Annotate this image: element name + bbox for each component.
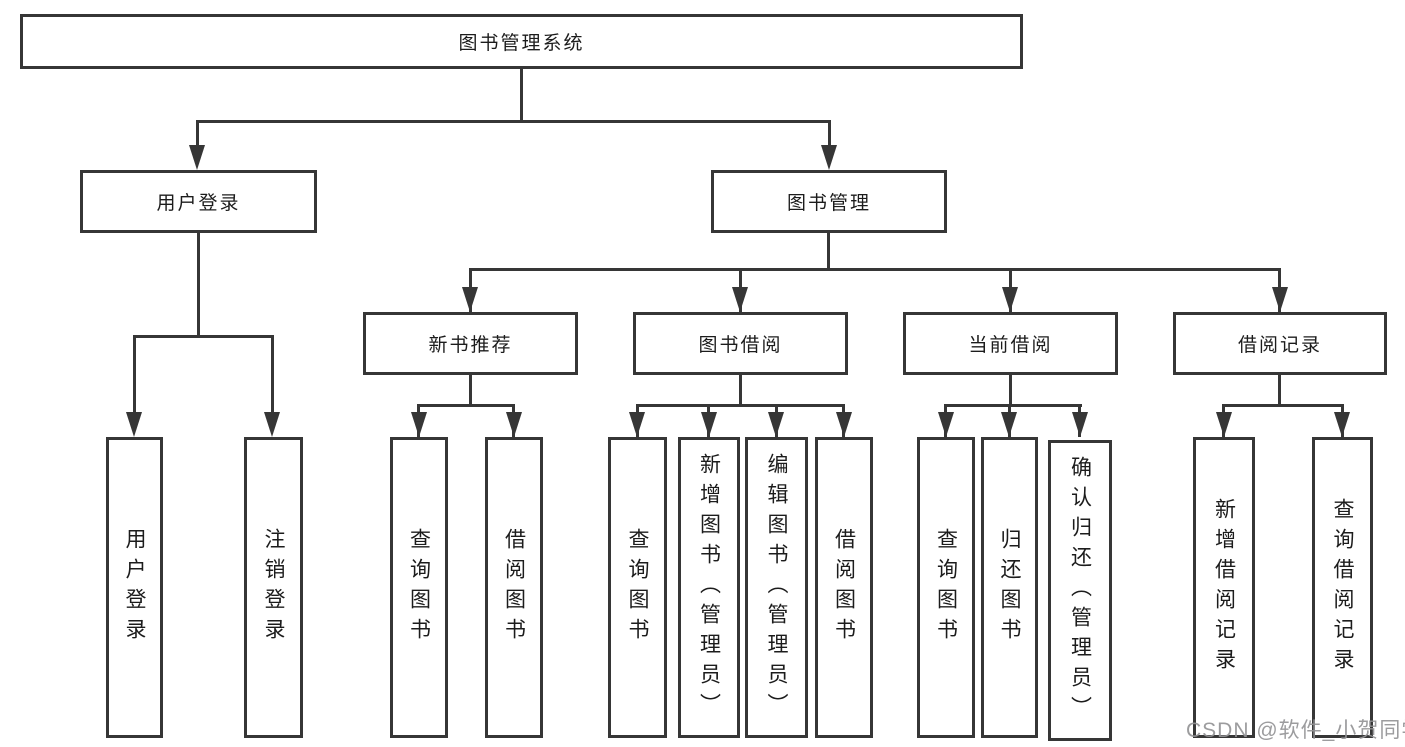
node-book-borrow-label: 图书借阅	[698, 335, 783, 356]
leaf-label: 编辑图书（管理员）	[765, 452, 788, 723]
arrow-down-icon	[264, 412, 280, 437]
arrow-down-icon	[1001, 412, 1017, 437]
leaf-query-books-recommend: 查询图书	[390, 437, 448, 738]
connector-book-borrow-stem	[739, 375, 742, 406]
arrow-down-icon	[126, 412, 142, 437]
connector-borrow-record-stem	[1278, 375, 1281, 406]
connector-current-borrow-hline	[944, 404, 1082, 407]
arrow-down-icon	[189, 145, 205, 170]
connector-book-mgmt-stem	[827, 233, 830, 270]
csdn-watermark: CSDN @软件_小贺同学	[1186, 719, 1405, 742]
node-root-label: 图书管理系统	[458, 33, 585, 54]
leaf-label: 确认归还（管理员）	[1068, 455, 1092, 726]
arrow-down-icon	[732, 287, 748, 312]
arrow-down-icon	[462, 287, 478, 312]
connector-user-login-stem	[197, 233, 200, 337]
connector-new-book-hline	[417, 404, 514, 407]
node-book-borrow: 图书借阅	[633, 312, 848, 375]
leaf-user-login-label: 用户登录	[123, 527, 146, 648]
leaf-label: 借阅图书	[502, 527, 526, 648]
leaf-query-books-current: 查询图书	[917, 437, 975, 738]
leaf-logout: 注销登录	[244, 437, 303, 738]
leaf-label: 查询图书	[934, 527, 958, 648]
node-user-login-label: 用户登录	[156, 193, 241, 214]
node-user-login: 用户登录	[80, 170, 317, 233]
connector-book-borrow-hline	[636, 404, 844, 407]
connector-user-login-hline	[133, 335, 274, 338]
leaf-label: 查询借阅记录	[1331, 497, 1354, 678]
arrow-down-icon	[1002, 287, 1018, 312]
leaf-user-login: 用户登录	[106, 437, 163, 738]
arrow-down-icon	[938, 412, 954, 437]
arrow-down-icon	[701, 412, 717, 437]
connector-current-borrow-stem	[1009, 375, 1012, 406]
connector-drop-login-leaf	[133, 335, 136, 412]
arrow-down-icon	[768, 412, 784, 437]
leaf-return-books: 归还图书	[981, 437, 1038, 738]
arrow-down-icon	[821, 145, 837, 170]
arrow-down-icon	[1272, 287, 1288, 312]
arrow-down-icon	[836, 412, 852, 437]
connector-drop-book-mgmt	[828, 120, 831, 150]
arrow-down-icon	[1072, 412, 1088, 437]
leaf-logout-label: 注销登录	[262, 527, 285, 648]
connector-book-mgmt-hline	[469, 268, 1280, 271]
leaf-label: 新增借阅记录	[1212, 497, 1236, 678]
node-borrow-records: 借阅记录	[1173, 312, 1387, 375]
connector-root-stem	[520, 69, 523, 122]
arrow-down-icon	[1216, 412, 1232, 437]
leaf-label: 归还图书	[998, 527, 1021, 648]
connector-new-book-stem	[469, 375, 472, 406]
node-current-borrow-label: 当前借阅	[968, 335, 1053, 356]
connector-borrow-record-hline	[1222, 404, 1343, 407]
leaf-label: 借阅图书	[832, 527, 856, 648]
arrow-down-icon	[629, 412, 645, 437]
node-root: 图书管理系统	[20, 14, 1023, 69]
node-current-borrow: 当前借阅	[903, 312, 1118, 375]
leaf-borrow-books-recommend: 借阅图书	[485, 437, 543, 738]
arrow-down-icon	[1334, 412, 1350, 437]
node-book-mgmt: 图书管理	[711, 170, 947, 233]
node-book-mgmt-label: 图书管理	[786, 193, 871, 214]
leaf-label: 新增图书（管理员）	[697, 452, 721, 723]
connector-drop-logout-leaf	[271, 335, 274, 412]
leaf-confirm-return-admin: 确认归还（管理员）	[1048, 440, 1112, 741]
node-new-book-recommend: 新书推荐	[363, 312, 578, 375]
leaf-borrow-books: 借阅图书	[815, 437, 873, 738]
leaf-query-borrow-record: 查询借阅记录	[1312, 437, 1373, 738]
arrow-down-icon	[506, 412, 522, 437]
leaf-add-books-admin: 新增图书（管理员）	[678, 437, 740, 738]
leaf-add-borrow-record: 新增借阅记录	[1193, 437, 1255, 738]
connector-drop-user-login	[196, 120, 199, 150]
node-borrow-records-label: 借阅记录	[1237, 335, 1322, 356]
leaf-query-books-borrow: 查询图书	[608, 437, 667, 738]
connector-root-hline	[196, 120, 830, 123]
arrow-down-icon	[411, 412, 427, 437]
node-new-book-label: 新书推荐	[428, 335, 513, 356]
leaf-label: 查询图书	[626, 527, 649, 648]
leaf-edit-books-admin: 编辑图书（管理员）	[745, 437, 808, 738]
leaf-label: 查询图书	[407, 527, 431, 648]
